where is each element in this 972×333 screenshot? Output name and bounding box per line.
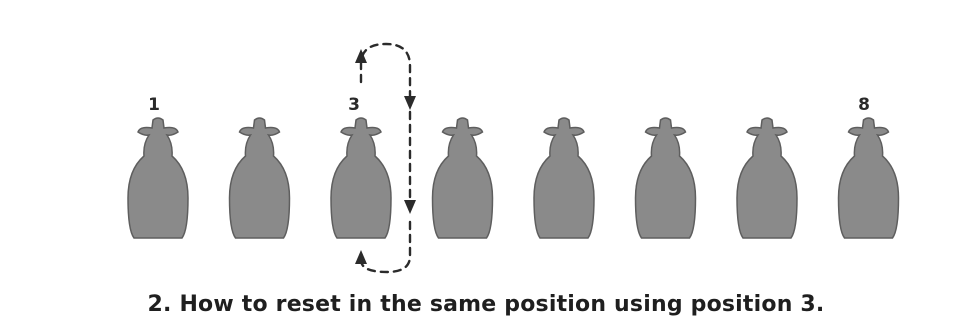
pin-3-figure (330, 117, 392, 239)
pin-2-silhouette (228, 117, 291, 239)
position-label-3: 3 (348, 95, 360, 115)
position-label-1: 1 (148, 95, 160, 115)
pin-1-figure (127, 117, 189, 239)
pin-6-figure (634, 117, 697, 239)
pin-8-silhouette (837, 117, 900, 239)
pin-4-figure (431, 117, 494, 239)
dashed-loop-bottom (359, 220, 412, 274)
figure-caption: 2. How to reset in the same position usi… (147, 292, 825, 317)
pin-1-silhouette (127, 117, 189, 239)
pin-row (127, 117, 900, 239)
position-label-8: 8 (858, 95, 870, 115)
arrowhead-down-mid-icon (404, 200, 416, 214)
arrowhead-down-top-icon (404, 96, 416, 110)
pin-7-silhouette (736, 117, 798, 239)
arrowhead-up-icon (355, 49, 367, 63)
arrowheads (355, 49, 416, 264)
pin-3-silhouette (330, 117, 392, 239)
pin-5-silhouette (533, 117, 595, 239)
pin-7-figure (736, 117, 798, 239)
arrowhead-up-bottom-icon (355, 250, 367, 264)
pin-5-figure (533, 117, 595, 239)
pin-2-figure (228, 117, 291, 239)
pin-4-silhouette (431, 117, 494, 239)
pin-6-silhouette (634, 117, 697, 239)
pin-8-figure (837, 117, 900, 239)
dashed-loop-top (359, 42, 412, 102)
